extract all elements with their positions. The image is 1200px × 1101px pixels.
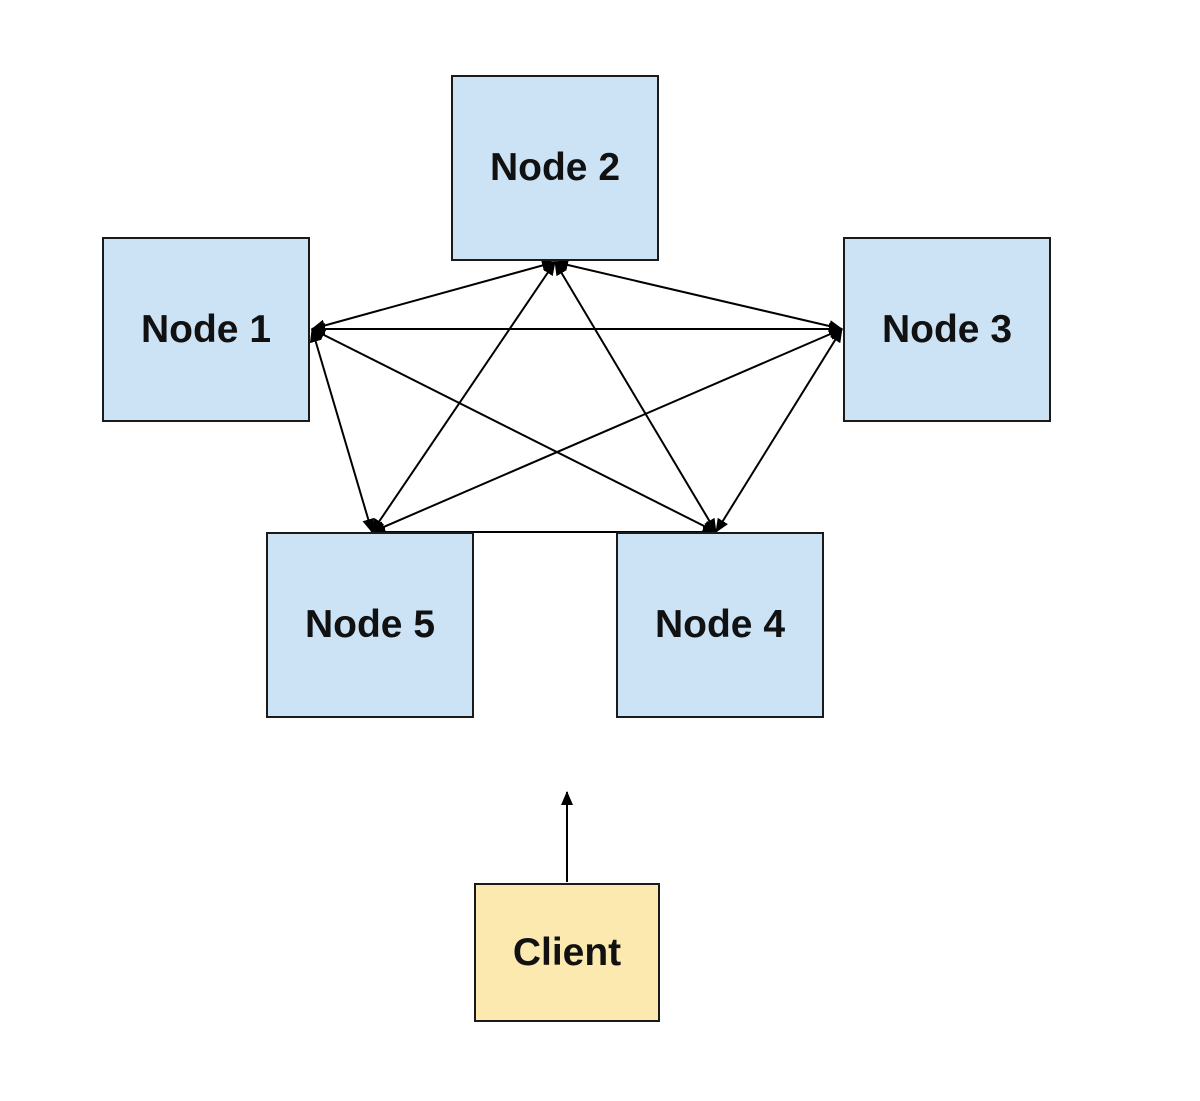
node-2-label: Node 2 — [489, 146, 621, 189]
node-5-label: Node 5 — [304, 603, 436, 646]
node-5-box[interactable]: Node 5 — [266, 532, 474, 718]
node-3-label: Node 3 — [881, 307, 1013, 351]
node-4-label: Node 4 — [654, 603, 786, 646]
arrow-node1-node2 — [311, 259, 556, 332]
node-2-box[interactable]: Node 2 — [451, 75, 659, 261]
arrow-node2-node3 — [554, 259, 843, 332]
node-1-label: Node 1 — [140, 307, 272, 351]
arrow-node1-node5 — [309, 328, 375, 533]
node-3-box[interactable]: Node 3 — [843, 237, 1051, 422]
node-1-box[interactable]: Node 1 — [102, 237, 310, 422]
client-label: Client — [512, 930, 622, 974]
client-box[interactable]: Client — [474, 883, 660, 1022]
arrow-node3-node5 — [371, 328, 843, 533]
arrow-node3-node4 — [715, 328, 843, 533]
node-4-box[interactable]: Node 4 — [616, 532, 824, 718]
